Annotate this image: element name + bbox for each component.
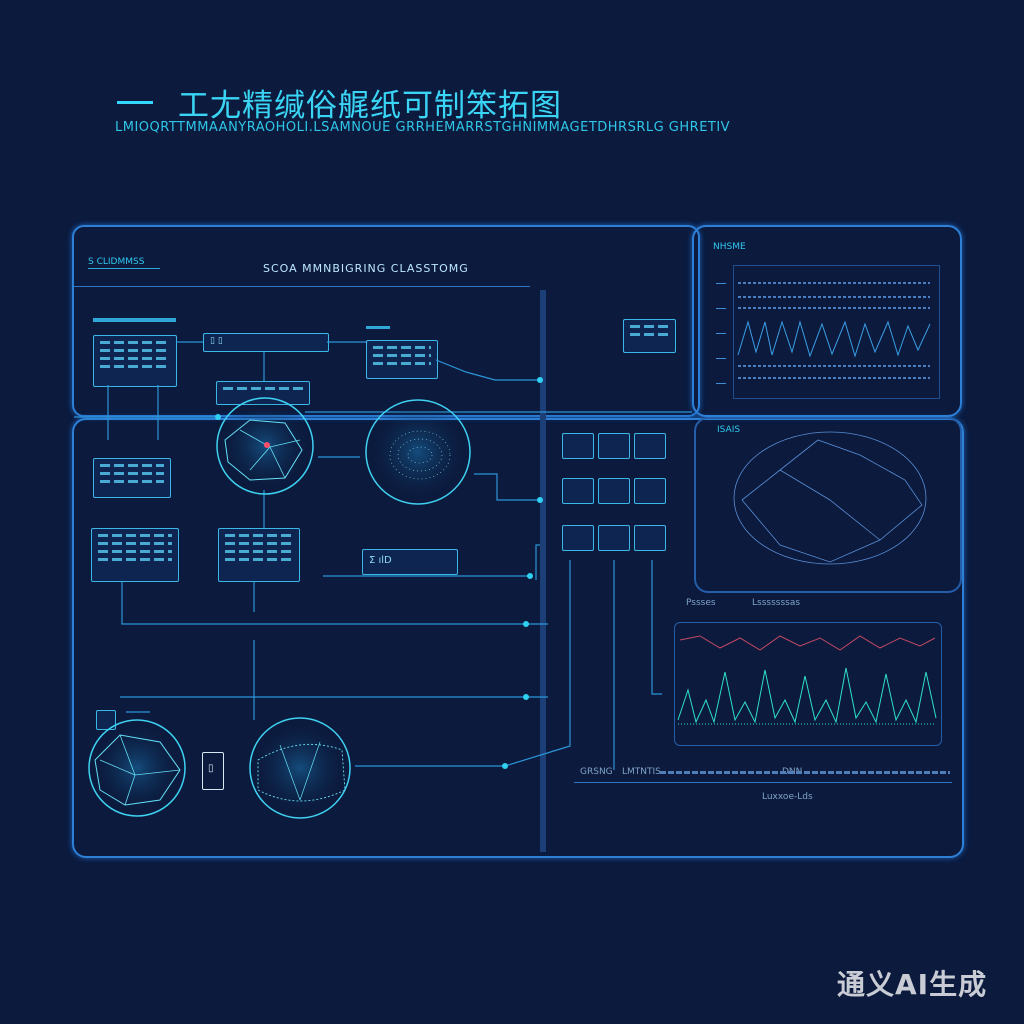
footer-label-d: Luxxoe-Lds (762, 792, 813, 802)
small-node-a[interactable] (96, 710, 116, 730)
top-bar-label: ▯ ▯ (210, 336, 223, 346)
data-node-6[interactable] (91, 528, 179, 582)
small-node-b[interactable]: ▯ (202, 752, 224, 790)
wave-panel (674, 622, 942, 746)
top-chart-series (737, 320, 931, 358)
footer-label-a: GRSNG (580, 767, 613, 777)
icon-cell-1[interactable] (562, 433, 594, 459)
icon-cell-4[interactable] (562, 478, 594, 504)
panel-tag-underline (88, 268, 160, 269)
data-node-3[interactable] (366, 340, 438, 379)
data-node-1[interactable] (93, 335, 177, 387)
top-chart-tick (716, 358, 726, 359)
connector-dots (215, 377, 543, 769)
panel-divider (74, 286, 530, 287)
top-chart-tick (716, 333, 726, 334)
data-node-5[interactable] (93, 458, 171, 498)
globe-2 (365, 399, 471, 505)
icon-cell-3[interactable] (634, 433, 666, 459)
wave-series-cyan (677, 667, 937, 724)
top-chart-tick (716, 283, 726, 284)
icon-cell-8[interactable] (598, 525, 630, 551)
globe-3 (88, 719, 186, 817)
network-frame (694, 417, 962, 593)
network-tag: ISAIS (717, 425, 741, 435)
connector-lines (74, 341, 692, 770)
wave-series-top (679, 635, 936, 651)
wave-label-a: Pssses (686, 598, 716, 608)
icon-cell-5[interactable] (598, 478, 630, 504)
data-node-4[interactable] (216, 381, 310, 405)
chart-top-tag: NHSME (713, 242, 746, 252)
page-subtitle: LMIOQRTTMMAANYRAOHOLI.LSAMNOUE GRRHEMARR… (115, 120, 731, 135)
footer-line (574, 782, 952, 783)
node-header-1 (93, 318, 176, 322)
mid-box-label: Σ ılD (369, 555, 392, 566)
data-node-7[interactable] (218, 528, 300, 582)
globe-4 (249, 717, 351, 819)
top-chart-tick (716, 308, 726, 309)
monitor-widget[interactable] (623, 319, 676, 353)
top-right-frame (692, 225, 962, 417)
page-title: 工尢精缄俗艉纸可制笨拓图 (178, 88, 562, 124)
title-dash (117, 101, 153, 104)
footer-bar (660, 771, 950, 774)
top-chart-bars (738, 282, 930, 379)
wave-label-b: Lsssssssas (752, 598, 801, 608)
top-chart-tick (716, 383, 726, 384)
watermark: 通义AI生成 (837, 968, 988, 1001)
panel-tag: S CLIDMMSS (88, 257, 145, 267)
bottom-badge-label: ▯ (208, 763, 214, 774)
icon-cell-2[interactable] (598, 433, 630, 459)
network-ellipse (733, 431, 927, 565)
data-node-mid[interactable]: Σ ılD (362, 549, 458, 575)
globe-1 (216, 397, 314, 495)
icon-cell-6[interactable] (634, 478, 666, 504)
chart-top-area (733, 265, 940, 399)
panel-heading: SCOA MMNBIGRING CLASSTOMG (263, 262, 469, 275)
main-frame (72, 418, 964, 858)
icon-cell-7[interactable] (562, 525, 594, 551)
node-header-3 (366, 326, 390, 329)
footer-label-b: LMTNTIS (622, 767, 661, 777)
icon-cell-9[interactable] (634, 525, 666, 551)
